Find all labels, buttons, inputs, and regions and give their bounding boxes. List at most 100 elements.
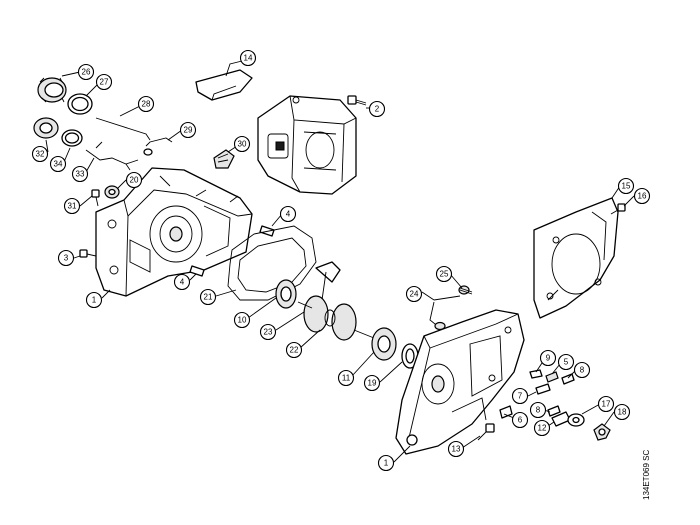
- svg-text:10: 10: [238, 316, 247, 325]
- part-26-pulley: [37, 77, 67, 103]
- callout-28: 28: [137, 95, 155, 113]
- callout-21: 21: [199, 288, 217, 306]
- svg-text:6: 6: [518, 416, 523, 425]
- svg-text:14: 14: [244, 54, 253, 63]
- svg-text:5: 5: [564, 358, 569, 367]
- svg-text:8: 8: [536, 406, 541, 415]
- svg-text:4: 4: [180, 278, 185, 287]
- callout-26: 26: [77, 63, 95, 81]
- callout-17: 17: [597, 395, 615, 413]
- part-29-wire: [143, 137, 173, 156]
- svg-text:17: 17: [602, 400, 611, 409]
- callout-15: 15: [617, 177, 635, 195]
- callout-6: 6: [511, 411, 529, 429]
- svg-text:33: 33: [76, 170, 85, 179]
- part-27-washer: [67, 93, 93, 115]
- svg-text:15: 15: [622, 182, 631, 191]
- svg-text:26: 26: [82, 68, 91, 77]
- svg-text:16: 16: [638, 192, 647, 201]
- part-7-screw: [535, 383, 551, 395]
- svg-text:34: 34: [54, 160, 63, 169]
- svg-text:29: 29: [184, 126, 193, 135]
- svg-text:2: 2: [375, 105, 380, 114]
- svg-text:13: 13: [452, 445, 461, 454]
- callout-3: 3: [57, 249, 75, 267]
- part-30-plug: [213, 149, 235, 169]
- callout-31: 31: [63, 197, 81, 215]
- reference-code: 134ET069 SC: [642, 449, 651, 500]
- svg-text:11: 11: [342, 374, 351, 383]
- svg-text:4: 4: [286, 210, 291, 219]
- part-14-plate: [195, 69, 253, 101]
- part-6-screw: [499, 405, 513, 419]
- svg-text:22: 22: [290, 346, 299, 355]
- callout-23: 23: [259, 323, 277, 341]
- callout-33: 33: [71, 165, 89, 183]
- svg-text:31: 31: [68, 202, 77, 211]
- callout-22: 22: [285, 341, 303, 359]
- svg-text:7: 7: [518, 392, 523, 401]
- svg-text:1: 1: [92, 296, 97, 305]
- callout-18: 18: [613, 403, 631, 421]
- svg-text:8: 8: [580, 366, 585, 375]
- part-15-cover-plate: [533, 197, 619, 319]
- part-20-grommet: [104, 185, 120, 199]
- cylinder-shroud: [257, 95, 357, 195]
- callout-1-left: 1: [85, 291, 103, 309]
- part-28-rod: [95, 117, 151, 141]
- callout-4-upper: 4: [279, 205, 297, 223]
- part-34-washer: [61, 129, 83, 147]
- callout-13: 13: [447, 440, 465, 458]
- part-1-crankcase-left: [95, 167, 253, 297]
- svg-text:32: 32: [36, 150, 45, 159]
- svg-text:28: 28: [142, 100, 151, 109]
- callout-16: 16: [633, 187, 651, 205]
- callout-10: 10: [233, 311, 251, 329]
- part-21-gasket: [227, 225, 317, 301]
- part-3-screw: [79, 249, 97, 258]
- callout-14: 14: [239, 49, 257, 67]
- part-33-bracket: [85, 141, 139, 171]
- callout-25: 25: [435, 265, 453, 283]
- svg-text:1: 1: [384, 459, 389, 468]
- svg-text:25: 25: [440, 270, 449, 279]
- part-10-bearing: [275, 279, 297, 309]
- part-18-nut: [593, 423, 611, 441]
- part-19-seal: [401, 343, 419, 369]
- svg-text:12: 12: [538, 424, 547, 433]
- callout-12: 12: [533, 419, 551, 437]
- callout-24: 24: [405, 285, 423, 303]
- callout-8-upper: 8: [573, 361, 591, 379]
- svg-text:9: 9: [546, 354, 551, 363]
- callout-1-right: 1: [377, 454, 395, 472]
- callout-5: 5: [557, 353, 575, 371]
- svg-text:20: 20: [130, 176, 139, 185]
- part-32-ring: [33, 117, 59, 139]
- svg-text:24: 24: [410, 290, 419, 299]
- callout-7: 7: [511, 387, 529, 405]
- part-17-washer: [567, 413, 585, 427]
- callout-30: 30: [233, 135, 251, 153]
- part-16-screw: [610, 203, 626, 215]
- svg-text:18: 18: [618, 408, 627, 417]
- svg-text:19: 19: [368, 379, 377, 388]
- part-13-screw: [477, 423, 495, 441]
- callout-19: 19: [363, 374, 381, 392]
- part-8-screw-lower: [547, 405, 561, 417]
- part-4-pin-lower: [189, 265, 205, 277]
- svg-text:23: 23: [264, 328, 273, 337]
- svg-text:3: 3: [64, 254, 69, 263]
- svg-text:21: 21: [204, 293, 213, 302]
- callout-11: 11: [337, 369, 355, 387]
- svg-text:30: 30: [238, 140, 247, 149]
- callout-8-lower: 8: [529, 401, 547, 419]
- part-8-screw-upper: [561, 373, 575, 385]
- callout-27: 27: [95, 73, 113, 91]
- part-1-crankcase-right: [395, 309, 525, 455]
- callout-34: 34: [49, 155, 67, 173]
- callout-4-lower: 4: [173, 273, 191, 291]
- part-2-screw: [347, 95, 367, 106]
- part-22-crankshaft: [297, 261, 375, 341]
- callout-2: 2: [368, 100, 386, 118]
